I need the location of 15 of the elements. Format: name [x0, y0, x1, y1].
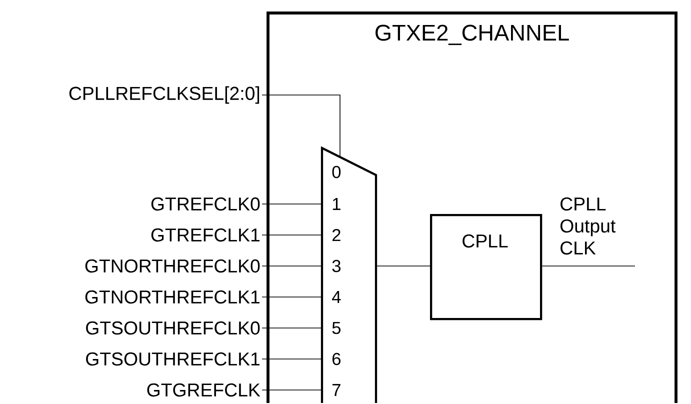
signal-label: GTREFCLK1 [151, 228, 260, 242]
signal-label: CPLLREFCLKSEL[2:0] [69, 86, 260, 104]
signal-label: GTGREFCLK [147, 383, 260, 397]
pll-box: CPLL [430, 214, 542, 320]
signal-line [262, 358, 322, 360]
multiplexer: 0 1 2 3 4 5 6 7 [320, 146, 378, 403]
signal-label: GTREFCLK0 [151, 197, 260, 211]
signal-label: GTNORTHREFCLK1 [85, 290, 260, 304]
edge-label: CPLL Output CLK [560, 197, 616, 255]
signal-label: GTSOUTHREFCLK0 [86, 321, 260, 335]
signal-line [262, 94, 340, 158]
signal-label: GTNORTHREFCLK0 [85, 259, 260, 273]
signal-line [262, 234, 322, 236]
signal-label: GTSOUTHREFCLK1 [86, 352, 260, 366]
signal-line [262, 296, 322, 298]
